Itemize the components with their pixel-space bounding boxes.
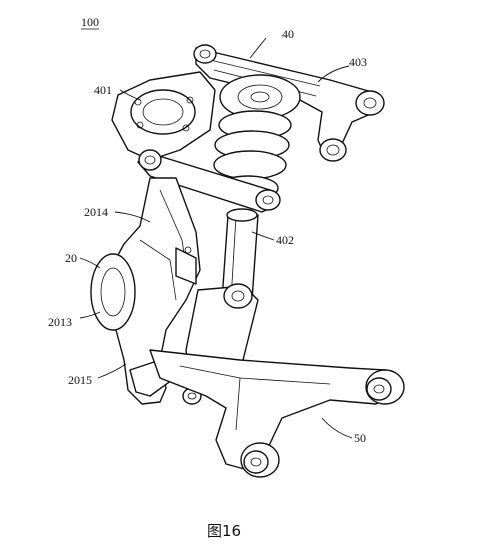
leader-2013 [79, 311, 101, 319]
label-2013: 2013 [48, 315, 72, 329]
leader-401 [119, 89, 141, 101]
leader-40 [249, 37, 267, 59]
tie-link [137, 149, 281, 213]
assembly-number: 100 [81, 15, 99, 29]
knuckle-upper-mount [111, 71, 216, 161]
label-2015: 2015 [68, 373, 92, 387]
leader-50 [321, 417, 353, 439]
leader-403 [317, 65, 350, 83]
label-20: 20 [65, 251, 77, 265]
lower-control-arm [149, 349, 405, 478]
label-403: 403 [349, 55, 367, 69]
label-2014: 2014 [84, 205, 108, 219]
label-50: 50 [354, 431, 366, 445]
leader-2014 [114, 211, 151, 223]
figure-caption: 图16 [207, 522, 241, 540]
leader-20 [79, 257, 101, 269]
label-402: 402 [276, 233, 294, 247]
leader-2015 [97, 363, 127, 379]
leader-402 [251, 231, 275, 241]
label-401: 401 [94, 83, 112, 97]
label-40: 40 [282, 27, 294, 41]
upper-control-arm [193, 44, 385, 162]
